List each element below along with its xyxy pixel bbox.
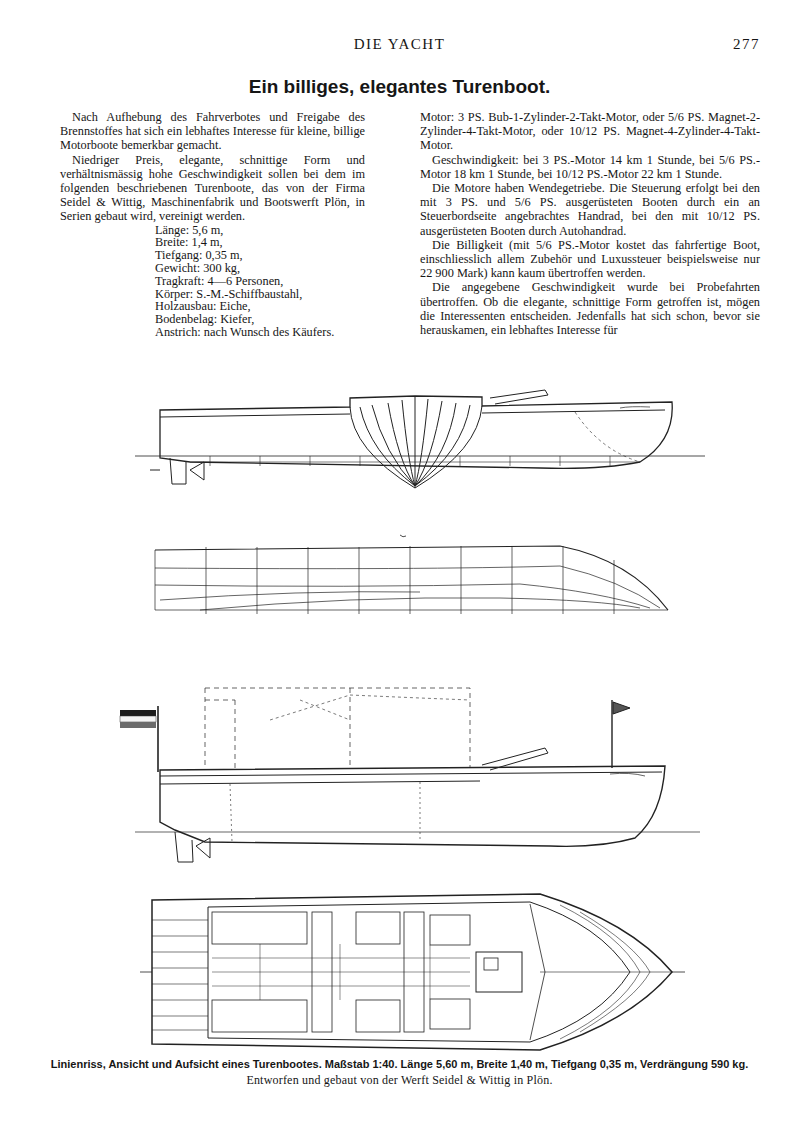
spec-line: Körper: S.-M.-Schiffbaustahl, xyxy=(155,288,365,301)
spec-line: Tiefgang: 0,35 m, xyxy=(155,249,365,262)
profile-lines-drawing-stroke xyxy=(350,396,482,488)
spec-line: Länge: 5,6 m, xyxy=(155,224,365,237)
body-paragraph: Geschwindigkeit: bei 3 PS.-Motor 14 km 1… xyxy=(420,153,760,181)
side-view-drawing-stroke xyxy=(270,695,470,720)
lines-plan-drawing-stroke xyxy=(200,598,640,610)
page-title: Ein billiges, elegantes Turenboot. xyxy=(0,76,799,98)
profile-lines-drawing-stroke xyxy=(190,456,640,466)
side-view-drawing-stroke xyxy=(610,773,645,776)
lines-plan-drawing xyxy=(155,535,668,614)
spec-line: Holzausbau: Eiche, xyxy=(155,300,365,313)
side-view-drawing-stroke xyxy=(120,710,156,716)
side-view-drawing-stroke xyxy=(160,766,665,846)
profile-lines-drawing-stroke xyxy=(415,399,470,486)
top-view-drawing-stroke xyxy=(212,944,470,1000)
top-view-drawing-stroke xyxy=(484,958,498,970)
side-view-drawing-stroke xyxy=(120,722,156,728)
spec-line: Tragkraft: 4—6 Personen, xyxy=(155,275,365,288)
top-view-drawing-stroke xyxy=(152,920,208,1030)
body-paragraph: Nach Aufhebung des Fahrverbotes und Frei… xyxy=(60,110,365,153)
side-view-drawing-stroke xyxy=(135,832,700,833)
side-view-drawing-stroke xyxy=(175,832,210,862)
body-paragraph: Die Motore haben Wendegetriebe. Die Steu… xyxy=(420,181,760,238)
figure-caption: Linienriss, Ansicht und Aufsicht eines T… xyxy=(10,1058,789,1070)
body-paragraph: Niedriger Preis, elegante, schnittige Fo… xyxy=(60,153,365,224)
body-paragraph: Motor: 3 PS. Bub-1-Zylinder-2-Takt-Motor… xyxy=(420,110,760,153)
top-view-drawing xyxy=(140,894,685,1050)
side-view-drawing xyxy=(120,688,700,862)
text-column: Nach Aufhebung des Fahrverbotes und Frei… xyxy=(60,110,365,339)
side-view-drawing-stroke xyxy=(120,716,156,722)
credit-line: Entworfen und gebaut von der Werft Seide… xyxy=(0,1073,799,1088)
top-view-drawing-stroke xyxy=(430,999,470,1029)
lines-plan-drawing-stroke xyxy=(160,592,420,600)
profile-lines-drawing-stroke xyxy=(490,390,548,404)
spec-line: Anstrich: nach Wunsch des Käufers. xyxy=(155,326,365,339)
side-view-drawing-stroke xyxy=(611,700,612,768)
side-view-drawing-stroke xyxy=(157,706,159,772)
top-view-drawing-stroke xyxy=(152,894,672,1050)
top-view-drawing-stroke xyxy=(530,904,545,1040)
lines-plan-drawing-stroke xyxy=(155,584,650,608)
top-view-drawing-stroke xyxy=(356,1000,400,1032)
profile-lines-drawing-stroke xyxy=(620,407,650,408)
text-column: Motor: 3 PS. Bub-1-Zylinder-2-Takt-Motor… xyxy=(420,110,760,337)
lines-plan-drawing-stroke xyxy=(155,550,668,610)
lines-plan-drawing-stroke xyxy=(155,546,668,610)
profile-lines-drawing-stroke xyxy=(150,458,204,484)
side-view-drawing-stroke xyxy=(613,702,630,714)
side-view-drawing-stroke xyxy=(482,748,548,770)
top-view-drawing-stroke xyxy=(476,952,522,992)
page-number: 277 xyxy=(640,36,760,53)
side-view-drawing-stroke xyxy=(160,772,662,784)
spec-line: Gewicht: 300 kg, xyxy=(155,262,365,275)
lines-plan-drawing-stroke xyxy=(400,535,406,537)
spec-line: Breite: 1,4 m, xyxy=(155,236,365,249)
profile-lines-drawing-stroke xyxy=(160,410,665,417)
body-paragraph: Die Billigkeit (mit 5/6 PS.-Motor kostet… xyxy=(420,238,760,281)
top-view-drawing-stroke xyxy=(540,905,672,1039)
running-header: DIE YACHT xyxy=(0,36,799,53)
lines-plan-drawing-stroke xyxy=(206,546,614,614)
top-view-drawing-stroke xyxy=(140,972,685,973)
profile-lines-drawing-stroke xyxy=(135,456,705,457)
profile-lines-drawing-stroke xyxy=(575,412,640,462)
spec-line: Bodenbelag: Kiefer, xyxy=(155,313,365,326)
side-view-drawing-stroke xyxy=(205,688,470,768)
top-view-drawing-stroke xyxy=(356,912,400,944)
profile-lines-drawing xyxy=(135,390,705,488)
top-view-drawing-stroke xyxy=(212,912,307,944)
side-view-drawing-stroke xyxy=(230,782,420,842)
profile-lines-drawing-stroke xyxy=(360,400,415,486)
body-paragraph: Die angegebene Geschwindigkeit wurde bei… xyxy=(420,280,760,337)
top-view-drawing-stroke xyxy=(430,915,470,945)
profile-lines-drawing-stroke xyxy=(160,396,672,468)
top-view-drawing-stroke xyxy=(212,1000,307,1032)
